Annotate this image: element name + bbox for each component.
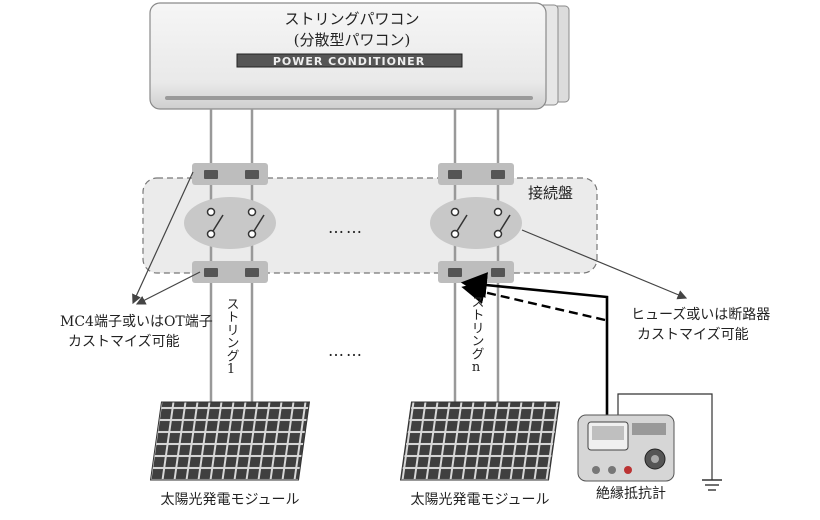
module-1-label: 太陽光発電モジュール <box>160 492 299 508</box>
breaker-callout-line <box>521 229 688 300</box>
test-leads <box>460 272 713 480</box>
terminal-icon <box>204 170 218 179</box>
power-conditioner: ストリングパワコン (分散型パワコン) POWER CONDITIONER <box>149 2 570 110</box>
terminal-icon <box>245 170 259 179</box>
string-1-terminal-block-top <box>192 163 268 185</box>
tester-label: 絶縁抵抗計 <box>596 486 666 502</box>
terminal-callout-line1: MC4端子或いはOT端子 <box>60 314 213 330</box>
power-conditioner-label: POWER CONDITIONER <box>273 55 425 68</box>
string-n-terminal-block-bottom <box>438 261 514 283</box>
insulation-resistance-tester-icon <box>577 414 675 482</box>
solar-module-1 <box>149 401 311 481</box>
solar-module-n <box>399 401 561 481</box>
string-n-switch <box>430 197 522 249</box>
terminal-icon <box>245 268 259 277</box>
terminal-icon <box>491 170 505 179</box>
string-1-switch <box>184 197 276 249</box>
string-n-label: ストリングn <box>469 295 485 375</box>
ellipsis-junction: …… <box>328 218 364 237</box>
terminal-icon <box>448 268 462 277</box>
terminal-callout-lines <box>132 171 201 305</box>
ellipsis-strings: …… <box>328 341 364 360</box>
breaker-callout-line2: カストマイズ可能 <box>637 327 749 343</box>
module-n-label: 太陽光発電モジュール <box>410 492 549 508</box>
breaker-callout-line1: ヒューズ或いは断路器 <box>631 307 770 323</box>
string-1-terminal-block-bottom <box>192 261 268 283</box>
terminal-icon <box>491 268 505 277</box>
ground-icon <box>702 479 722 491</box>
terminal-icon <box>448 170 462 179</box>
terminal-icon <box>204 268 218 277</box>
string-1-label: ストリング1 <box>224 297 240 377</box>
power-conditioner-subtitle: (分散型パワコン) <box>294 31 411 49</box>
power-conditioner-title: ストリングパワコン <box>284 10 419 28</box>
junction-box-label: 接続盤 <box>528 184 573 202</box>
string-n-terminal-block-top <box>438 163 514 185</box>
terminal-callout-line2: カストマイズ可能 <box>68 334 180 350</box>
